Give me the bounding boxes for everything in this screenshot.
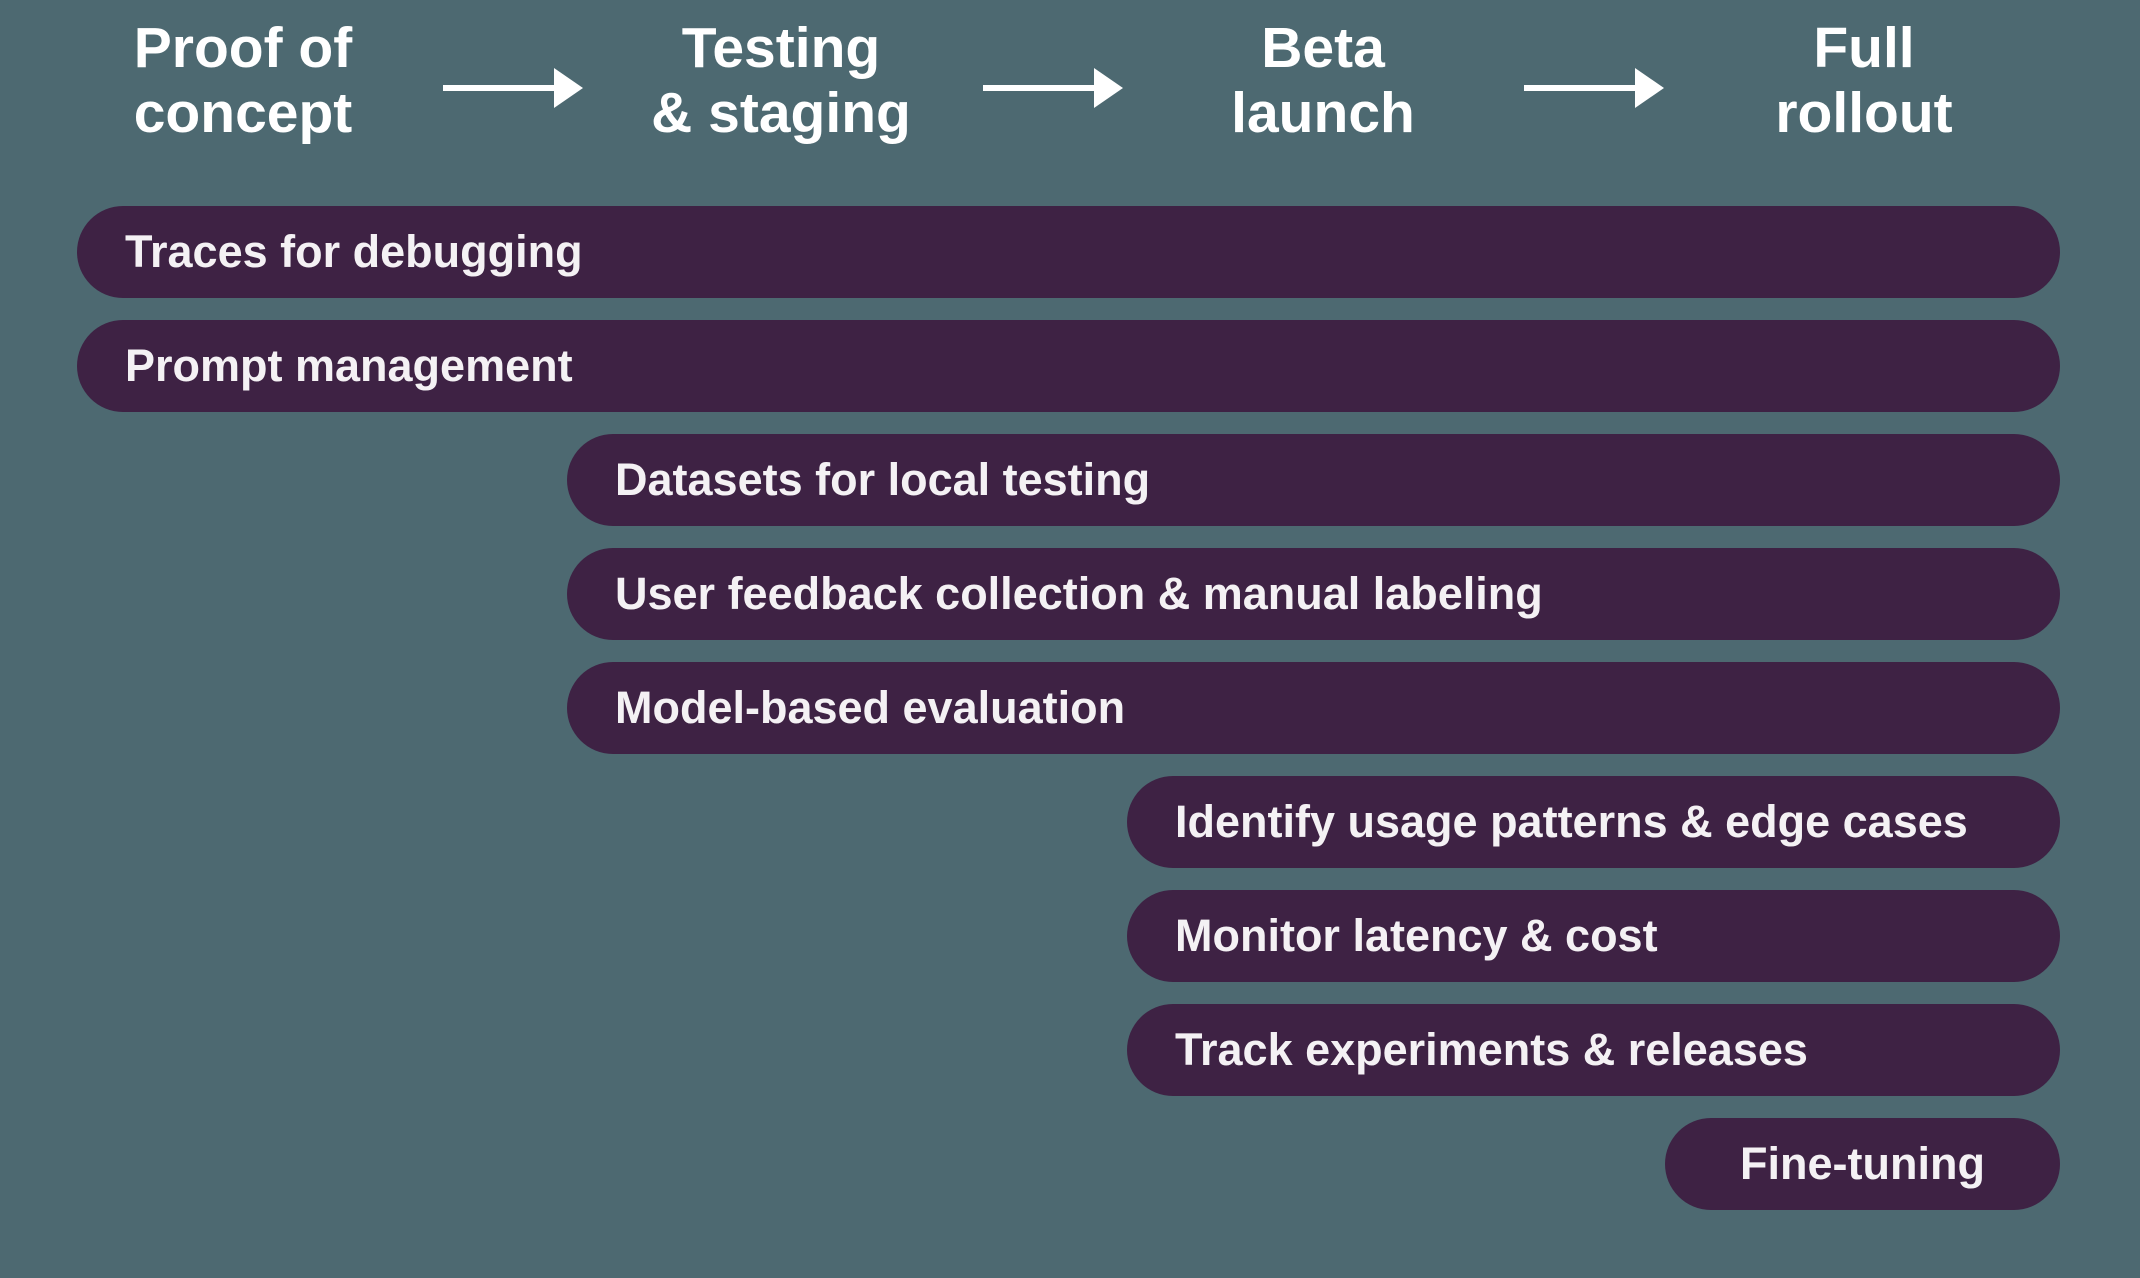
stage-label-line: Proof of: [133, 16, 353, 80]
task-bar-datasets-for-local-testing: Datasets for local testing: [567, 434, 2060, 526]
stage-label-line: rollout: [1775, 81, 1953, 145]
task-bar-fine-tuning: Fine-tuning: [1665, 1118, 2060, 1210]
task-bar-label: Model-based evaluation: [615, 682, 1126, 733]
task-bar-label: Datasets for local testing: [615, 454, 1151, 505]
task-bar-monitor-latency-cost: Monitor latency & cost: [1127, 890, 2060, 982]
stage-label-line: launch: [1231, 81, 1415, 145]
task-bar-label: Traces for debugging: [125, 226, 583, 277]
task-bar-prompt-management: Prompt management: [77, 320, 2060, 412]
stage-label-line: Testing: [681, 16, 881, 80]
stage-label-line: & staging: [651, 81, 911, 145]
stage-header-testing-staging: Testing & staging: [651, 16, 911, 146]
stage-label-line: Beta: [1261, 16, 1385, 80]
stage-header-proof-of-concept: Proof of concept: [134, 16, 353, 146]
task-bar-model-based-evaluation: Model-based evaluation: [567, 662, 2060, 754]
stage-label-line: Full: [1813, 16, 1915, 80]
task-bar-label: Prompt management: [125, 340, 573, 391]
task-bar-track-experiments-releases: Track experiments & releases: [1127, 1004, 2060, 1096]
task-bar-identify-usage-patterns: Identify usage patterns & edge cases: [1127, 776, 2060, 868]
task-bar-label: User feedback collection & manual labeli…: [615, 568, 1543, 619]
stage-label-line: concept: [133, 81, 353, 145]
arrow-right-icon: [983, 68, 1123, 108]
task-bar-traces-for-debugging: Traces for debugging: [77, 206, 2060, 298]
stage-header-full-rollout: Full rollout: [1775, 16, 1952, 146]
stage-header-beta-launch: Beta launch: [1231, 16, 1415, 146]
arrow-right-icon: [443, 68, 583, 108]
task-bar-label: Monitor latency & cost: [1175, 910, 1658, 961]
arrow-right-icon: [1524, 68, 1664, 108]
task-bar-user-feedback-collection: User feedback collection & manual labeli…: [567, 548, 2060, 640]
task-bar-label: Identify usage patterns & edge cases: [1175, 796, 1968, 847]
task-bar-label: Track experiments & releases: [1175, 1024, 1808, 1075]
task-bar-label: Fine-tuning: [1740, 1138, 1985, 1189]
